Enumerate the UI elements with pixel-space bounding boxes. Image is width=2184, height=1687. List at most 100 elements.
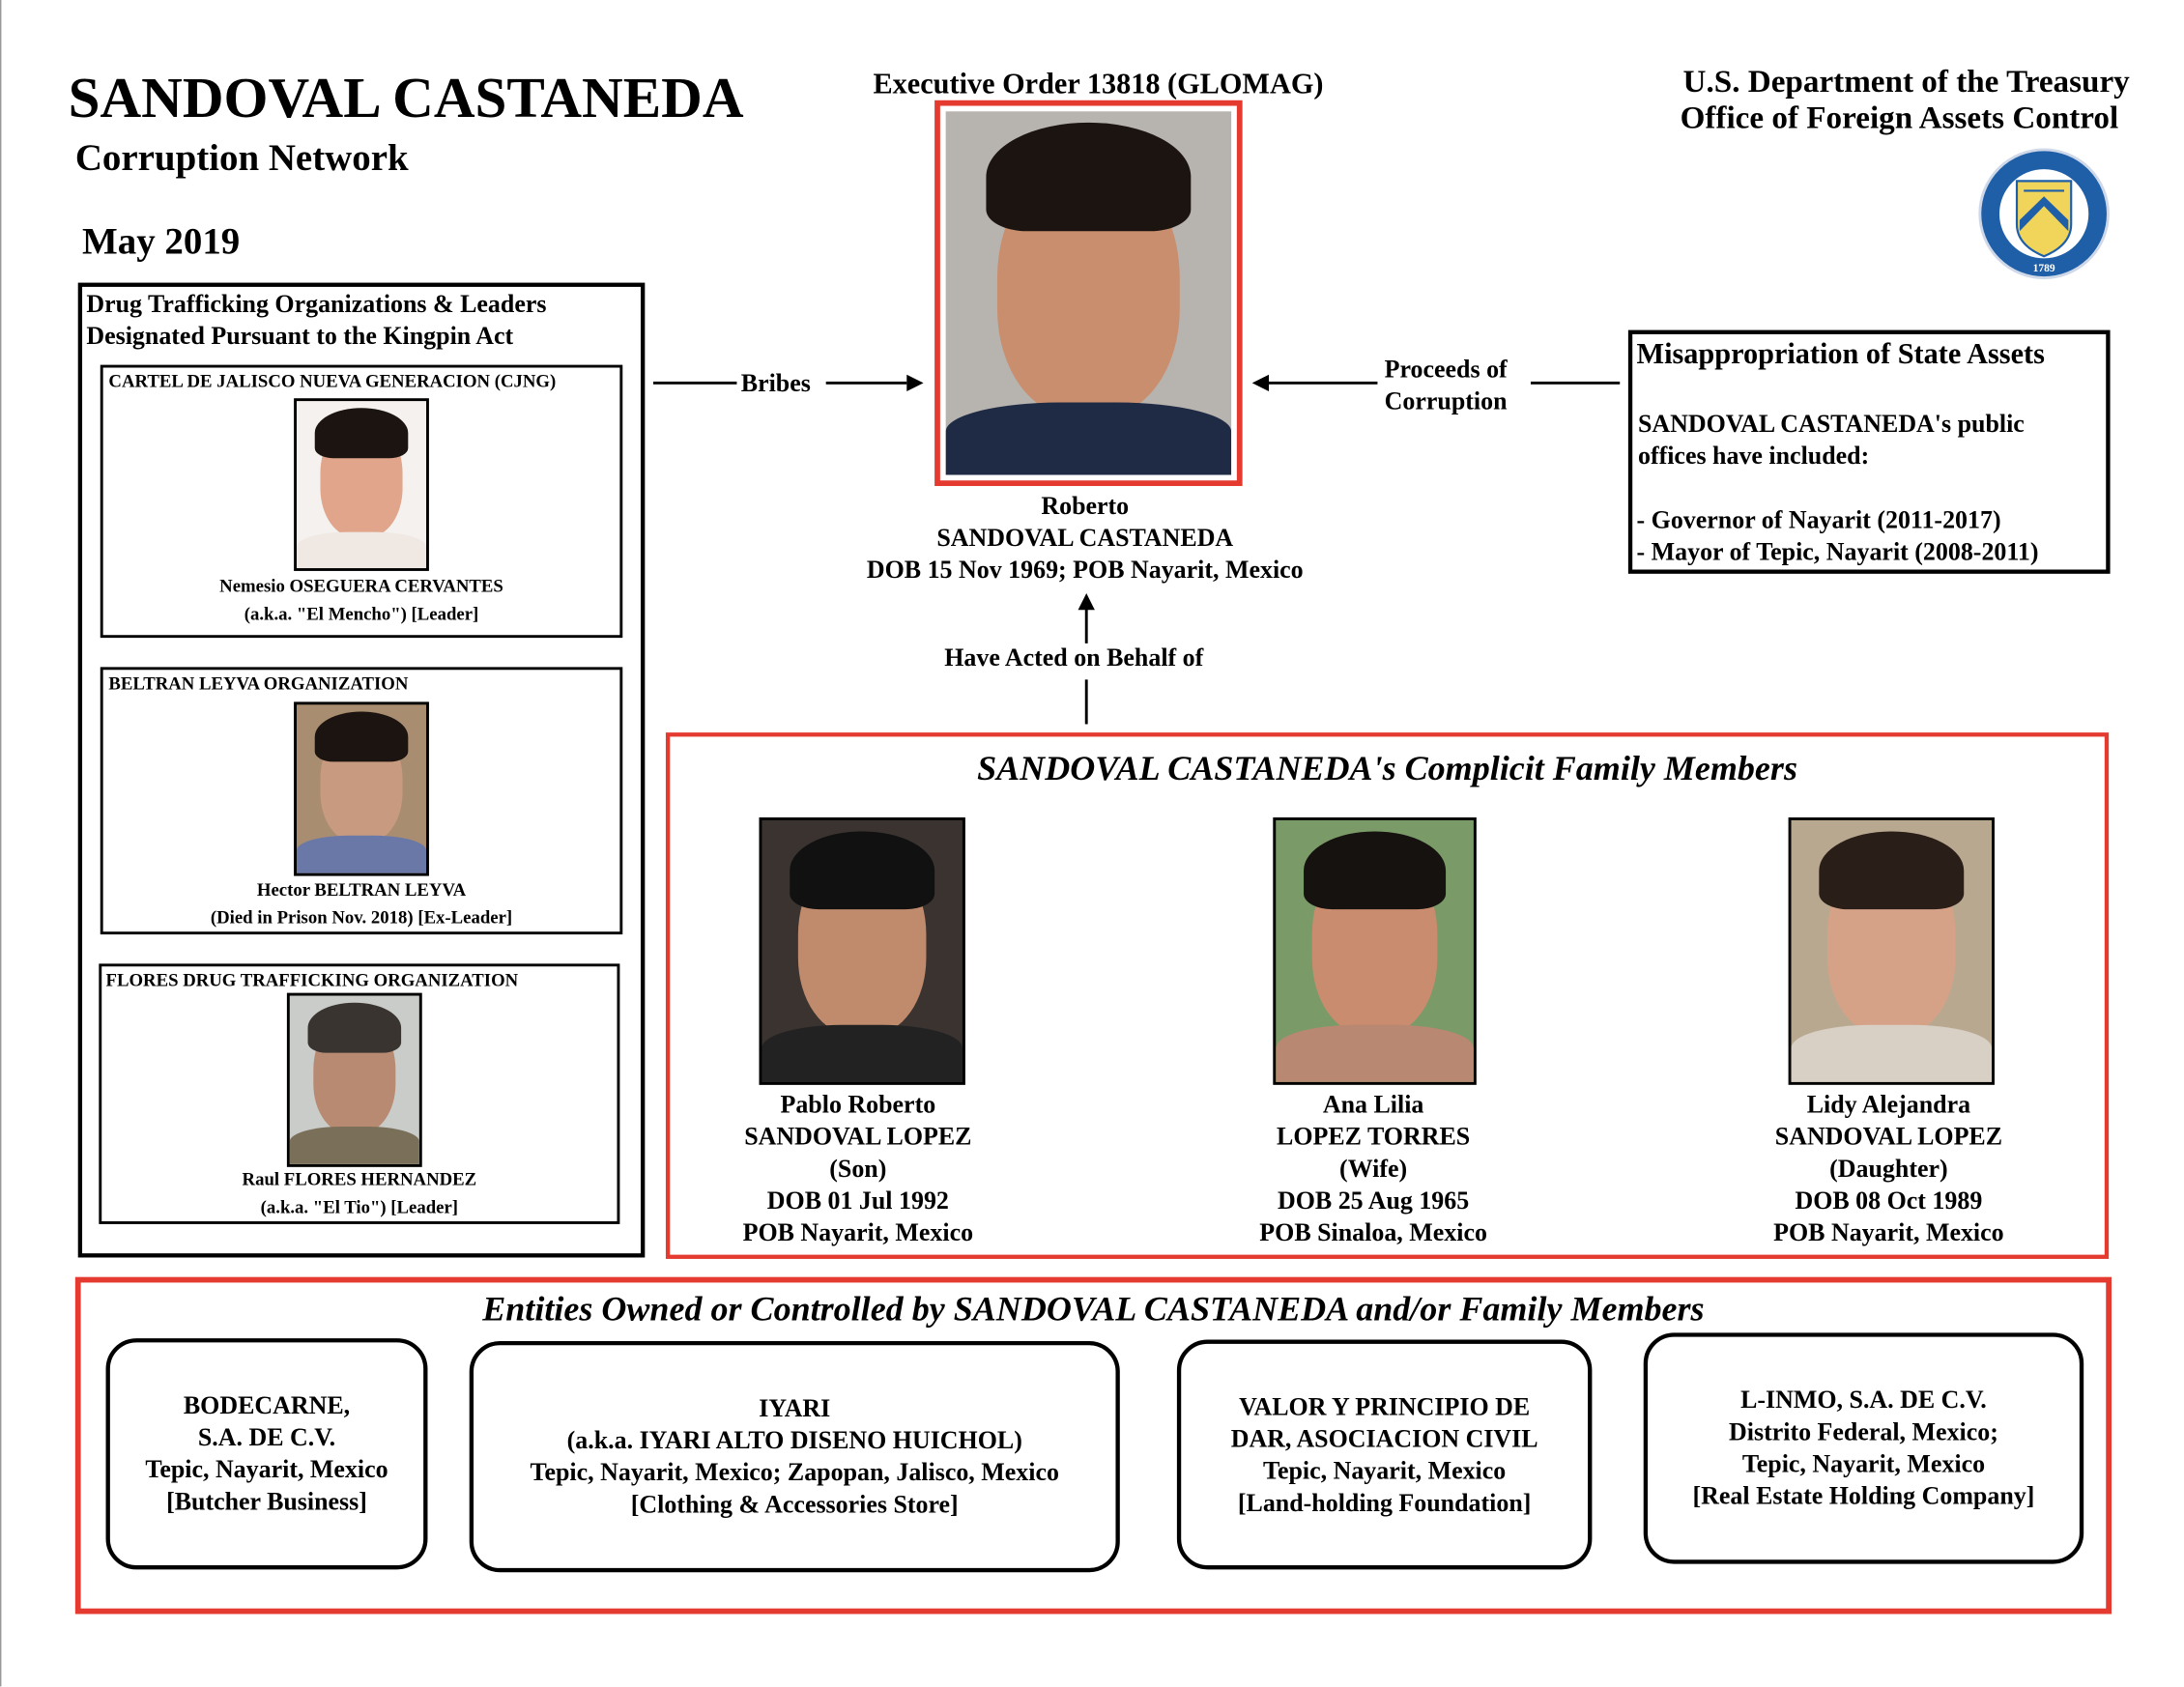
intro-line-1: SANDOVAL CASTANEDA's public: [1637, 409, 2025, 438]
bribes-arrow-line: [652, 381, 737, 385]
entities-heading: Entities Owned or Controlled by SANDOVAL…: [482, 1291, 1705, 1330]
entity-line: Distrito Federal, Mexico;: [1729, 1417, 1998, 1446]
member-dob: DOB 25 Aug 1965: [1278, 1186, 1470, 1215]
arrow-up-icon: [1078, 592, 1095, 611]
executive-order-label: Executive Order 13818 (GLOMAG): [873, 67, 1324, 100]
member-pob: POB Sinaloa, Mexico: [1259, 1218, 1487, 1246]
member-last-name: SANDOVAL LOPEZ: [1774, 1122, 2003, 1151]
leader-name: Raul FLORES HERNANDEZ: [242, 1168, 477, 1189]
entity-line: Tepic, Nayarit, Mexico: [145, 1455, 388, 1483]
arrow-right-icon: [906, 374, 924, 392]
leader-note: (Died in Prison Nov. 2018) [Ex-Leader]: [210, 906, 513, 928]
leader-caption: Raul FLORES HERNANDEZ (a.k.a. "El Tio") …: [101, 1165, 617, 1221]
principal-first-name: Roberto: [1041, 491, 1130, 520]
office-item: - Mayor of Tepic, Nayarit (2008-2011): [1636, 537, 2039, 566]
entities-panel: Entities Owned or Controlled by SANDOVAL…: [74, 1276, 2112, 1615]
leader-caption: Hector BELTRAN LEYVA (Died in Prison Nov…: [103, 876, 620, 932]
org-card-beltran-leyva: BELTRAN LEYVA ORGANIZATION Hector BELTRA…: [100, 667, 623, 935]
member-relation: (Son): [829, 1154, 887, 1183]
family-caption-wife: Ana Lilia LOPEZ TORRES (Wife) DOB 25 Aug…: [1171, 1089, 1575, 1249]
page-title: SANDOVAL CASTANEDA: [68, 65, 744, 130]
svg-text:1789: 1789: [2033, 263, 2055, 274]
member-first-name: Lidy Alejandra: [1806, 1090, 1971, 1119]
org-card-flores: FLORES DRUG TRAFFICKING ORGANIZATION Rau…: [99, 963, 620, 1224]
entity-line: (a.k.a. IYARI ALTO DISENO HUICHOL): [566, 1425, 1022, 1454]
principal-dob-pob: DOB 15 Nov 1969; POB Nayarit, Mexico: [866, 556, 1304, 584]
entity-line: Tepic, Nayarit, Mexico: [1741, 1449, 1986, 1478]
kingpin-heading-line-2: Designated Pursuant to the Kingpin Act: [86, 321, 514, 350]
leader-name: Hector BELTRAN LEYVA: [256, 878, 467, 901]
member-first-name: Ana Lilia: [1322, 1090, 1424, 1119]
leader-name: Nemesio OSEGUERA CERVANTES: [219, 575, 503, 596]
misappropriation-intro: SANDOVAL CASTANEDA's public offices have…: [1638, 408, 2025, 472]
principal-photo: [945, 111, 1232, 475]
agency-line-1: U.S. Department of the Treasury: [1682, 64, 2130, 100]
family-caption-son: Pablo Roberto SANDOVAL LOPEZ (Son) DOB 0…: [656, 1089, 1060, 1249]
member-last-name: SANDOVAL LOPEZ: [744, 1122, 972, 1151]
leader-photo: [294, 398, 429, 571]
entity-line: Tepic, Nayarit, Mexico; Zapopan, Jalisco…: [530, 1458, 1059, 1486]
entity-card-iyari: IYARI (a.k.a. IYARI ALTO DISENO HUICHOL)…: [469, 1340, 1120, 1573]
org-name: BELTRAN LEYVA ORGANIZATION: [108, 672, 409, 694]
agency-line-2: Office of Foreign Assets Control: [1680, 100, 2119, 135]
entity-line: [Butcher Business]: [166, 1487, 367, 1516]
kingpin-heading-line-1: Drug Trafficking Organizations & Leaders: [86, 289, 547, 318]
bribes-label: Bribes: [740, 368, 811, 397]
entity-line: IYARI: [759, 1393, 831, 1422]
member-dob: DOB 08 Oct 1989: [1795, 1186, 1983, 1215]
entity-line: [Land-holding Foundation]: [1237, 1488, 1532, 1516]
member-relation: (Wife): [1339, 1154, 1408, 1183]
family-caption-daughter: Lidy Alejandra SANDOVAL LOPEZ (Daughter)…: [1686, 1089, 2090, 1249]
leader-photo: [294, 701, 429, 876]
leader-note: (a.k.a. "El Mencho") [Leader]: [244, 603, 479, 624]
leader-note: (a.k.a. "El Tio") [Leader]: [260, 1196, 459, 1217]
family-heading: SANDOVAL CASTANEDA's Complicit Family Me…: [977, 750, 1797, 788]
proceeds-label: Proceeds of Corruption: [1385, 354, 1508, 417]
behalf-arrow-line: [1084, 679, 1088, 725]
misappropriation-box: Misappropriation of State Assets SANDOVA…: [1627, 329, 2111, 574]
offices-list: - Governor of Nayarit (2011-2017) - Mayo…: [1637, 504, 2039, 568]
principal-last-name: SANDOVAL CASTANEDA: [936, 523, 1234, 552]
proceeds-label-line-1: Proceeds of: [1384, 355, 1508, 384]
agency-name: U.S. Department of the Treasury Office o…: [1681, 64, 2130, 136]
family-photo-daughter: [1788, 817, 1995, 1085]
entity-line: VALOR Y PRINCIPIO DE: [1239, 1391, 1531, 1420]
leader-caption: Nemesio OSEGUERA CERVANTES (a.k.a. "El M…: [103, 572, 620, 628]
arrow-left-icon: [1251, 374, 1270, 392]
kingpin-heading: Drug Trafficking Organizations & Leaders…: [86, 288, 546, 352]
proceeds-arrow-line: [1530, 381, 1621, 385]
entity-line: Tepic, Nayarit, Mexico: [1263, 1455, 1507, 1484]
member-dob: DOB 01 Jul 1992: [766, 1186, 949, 1215]
entity-card-l-inmo: L-INMO, S.A. DE C.V. Distrito Federal, M…: [1643, 1332, 2084, 1564]
entity-line: DAR, ASOCIACION CIVIL: [1230, 1423, 1538, 1452]
office-item: - Governor of Nayarit (2011-2017): [1636, 505, 2001, 534]
member-pob: POB Nayarit, Mexico: [1773, 1218, 2004, 1246]
entity-line: BODECARNE,: [183, 1390, 351, 1419]
entity-line: [Real Estate Holding Company]: [1692, 1481, 2035, 1510]
principal-photo-frame: [934, 100, 1243, 487]
family-panel: SANDOVAL CASTANEDA's Complicit Family Me…: [665, 732, 2110, 1259]
member-first-name: Pablo Roberto: [780, 1090, 936, 1119]
misappropriation-heading: Misappropriation of State Assets: [1636, 336, 2045, 371]
behalf-arrow-line: [1084, 607, 1088, 643]
entity-line: S.A. DE C.V.: [197, 1423, 336, 1451]
acted-on-behalf-label: Have Acted on Behalf of: [944, 643, 1204, 672]
leader-photo: [286, 992, 422, 1167]
page-date: May 2019: [82, 219, 241, 262]
treasury-seal-icon: 1789: [1978, 148, 2110, 279]
org-name: CARTEL DE JALISCO NUEVA GENERACION (CJNG…: [108, 370, 557, 392]
member-last-name: LOPEZ TORRES: [1277, 1122, 1471, 1151]
entity-card-bodecarne: BODECARNE, S.A. DE C.V. Tepic, Nayarit, …: [105, 1338, 428, 1570]
kingpin-panel: Drug Trafficking Organizations & Leaders…: [77, 282, 646, 1258]
intro-line-2: offices have included:: [1637, 441, 1870, 470]
member-relation: (Daughter): [1829, 1154, 1948, 1183]
proceeds-arrow-line: [1266, 381, 1378, 385]
proceeds-label-line-2: Corruption: [1384, 386, 1508, 415]
page-subtitle: Corruption Network: [74, 136, 409, 179]
org-card-cjng: CARTEL DE JALISCO NUEVA GENERACION (CJNG…: [100, 364, 623, 639]
member-pob: POB Nayarit, Mexico: [742, 1218, 974, 1246]
entity-line: [Clothing & Accessories Store]: [630, 1490, 959, 1519]
bribes-arrow-line: [825, 381, 907, 385]
entity-card-valor-y-principio: VALOR Y PRINCIPIO DE DAR, ASOCIACION CIV…: [1176, 1339, 1593, 1570]
